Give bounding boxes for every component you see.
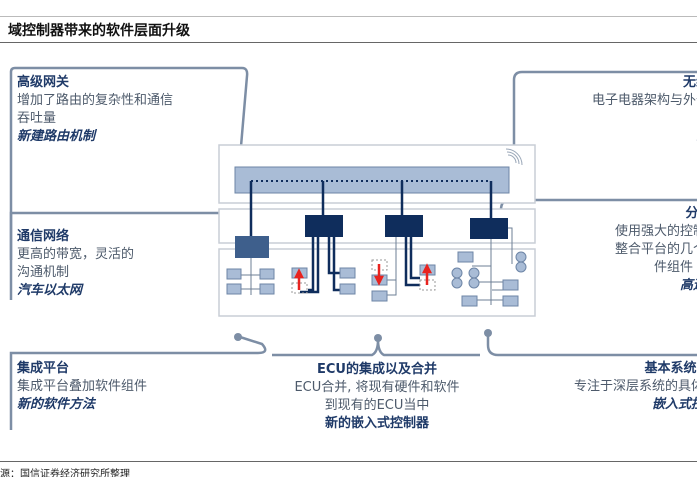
- callout-text: 沟通: [520, 110, 697, 128]
- callout-line-gateway: [9, 66, 249, 260]
- callout-heading: ECU的集成以及合并: [317, 362, 437, 377]
- footer-rule: [0, 461, 697, 462]
- callout-ecu-merge: ECU的集成以及合并 ECU合并, 将现有硬件和软件 到现有的ECU当中 新的嵌…: [262, 361, 492, 433]
- callout-basic-ecu: 基本系统 ECU 专注于深层系统的具体功能 嵌入式控制器: [515, 360, 697, 414]
- callout-heading: 集成平台: [17, 361, 70, 376]
- wireless-icon: [505, 148, 523, 166]
- callout-gateway: 高级网关 增加了路由的复杂性和通信 吞吐量 新建路由机制: [17, 74, 237, 146]
- callout-text: 更高的带宽，灵活的: [17, 247, 135, 262]
- callout-line-basic: [486, 335, 697, 357]
- callout-text: 整合平台的几个叠加软: [614, 242, 697, 257]
- callout-tagline: 新建路由机制: [17, 129, 96, 144]
- callout-text: 到现有的ECU当中: [324, 398, 430, 413]
- callout-text: 沟通机制: [17, 265, 70, 280]
- gateway-ecu: [235, 236, 269, 258]
- callout-text: 增加了路由的复杂性和通信: [17, 93, 174, 108]
- callout-text: 件组件: [653, 260, 693, 275]
- callout-heading: 通信网络: [17, 229, 70, 244]
- callout-heading: 分域 ECU: [685, 206, 697, 221]
- callout-text: ECU合并, 将现有硬件和软件: [294, 380, 460, 395]
- migration-arrows: [293, 263, 433, 290]
- callout-tagline: 高运算能力: [679, 278, 697, 293]
- callout-lines: [9, 66, 697, 430]
- callout-tagline: 嵌入式控制器: [651, 397, 697, 412]
- callout-heading: 基本系统 ECU: [644, 361, 697, 376]
- callout-basic-clip: 基本系统 ECU 专注于深层系统的具体功能 嵌入式控制器: [515, 360, 697, 420]
- callout-tagline: 安全机制: [520, 128, 697, 146]
- source-note: 源：国信证券经济研究所整理: [0, 469, 130, 477]
- callout-line-ecu: [272, 339, 480, 357]
- callout-text: 使用强大的控制器作为: [614, 224, 697, 239]
- title-rule: [0, 42, 697, 43]
- callout-domain-clip: 分域 ECU 使用强大的控制器作为 整合平台的几个叠加软 件组件 高运算能力: [545, 205, 697, 300]
- callout-text: 电子电器架构与外部的通道: [591, 93, 697, 108]
- page-title: 域控制器带来的软件层面升级: [8, 23, 190, 39]
- callout-text: 集成平台叠加软件组件: [17, 379, 148, 394]
- callout-line-integration: [9, 335, 267, 430]
- bus-links: [249, 181, 493, 294]
- callout-text: 专注于深层系统的具体功能: [573, 379, 697, 394]
- callout-integration: 集成平台 集成平台叠加软件组件 新的软件方法: [17, 360, 237, 414]
- callout-tagline: 汽车以太网: [17, 283, 83, 298]
- callout-wireless: 无线网连接 电子电器架构与外部的通道 沟通 安全机制: [520, 74, 697, 146]
- gateway-bar: [234, 166, 510, 194]
- callout-domain-ecu: 分域 ECU 使用强大的控制器作为 整合平台的几个叠加软 件组件 高运算能力: [545, 205, 697, 295]
- callout-heading: 高级网关: [17, 75, 70, 90]
- callout-line-network: [9, 211, 251, 300]
- device-links: [236, 227, 513, 305]
- domain-controllers: [305, 215, 508, 239]
- callout-network: 通信网络 更高的带宽，灵活的 沟通机制 汽车以太网: [17, 228, 217, 300]
- callout-heading: 无线网连接: [682, 75, 697, 90]
- callout-tagline: 新的软件方法: [17, 397, 96, 412]
- callout-line-wireless: [512, 70, 697, 150]
- top-rule: [0, 16, 697, 17]
- callout-tagline: 新的嵌入式控制器: [324, 416, 429, 431]
- callout-wireless-clip: 无线网连接 电子电器架构与外部的通道 沟通 安全机制: [520, 74, 697, 154]
- callout-text: 吞吐量: [17, 111, 57, 126]
